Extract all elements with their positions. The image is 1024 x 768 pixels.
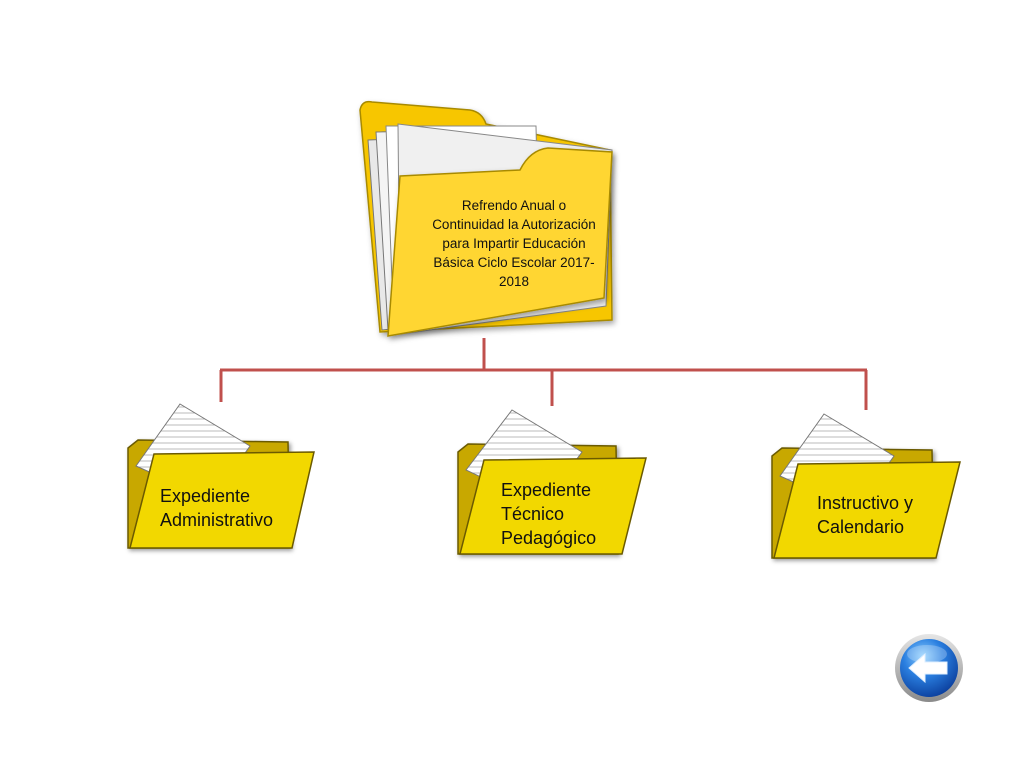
root-label-line: 2018 <box>498 274 530 289</box>
root-label-line: para Impartir Educación <box>442 236 586 251</box>
folder-label-line: Administrativo <box>160 510 274 530</box>
folder-instructivo-calendario[interactable] <box>771 413 961 559</box>
folder-expediente-tecnico-pedagogico[interactable] <box>457 409 647 555</box>
root-label-line: Refrendo Anual o <box>461 198 567 213</box>
arrow-left-icon <box>895 634 963 702</box>
folder-label-instructivo-calendario: Instructivo y Calendario <box>817 491 947 539</box>
folder-label-line: Instructivo y <box>817 493 914 513</box>
root-folder-front <box>387 147 613 337</box>
folder-label-line: Expediente <box>160 486 251 506</box>
back-button[interactable] <box>893 632 965 704</box>
folder-label-expediente-tecnico-pedagogico: Expediente Técnico Pedagógico <box>501 478 631 550</box>
folder-label-line: Técnico <box>501 504 565 524</box>
folder-label-line: Expediente <box>501 480 592 500</box>
folder-label-expediente-administrativo: Expediente Administrativo <box>160 484 310 532</box>
root-folder-label: Refrendo Anual o Continuidad la Autoriza… <box>412 196 616 291</box>
root-label-line: Continuidad la Autorización <box>432 217 596 232</box>
folder-expediente-administrativo[interactable] <box>127 403 315 549</box>
folder-label-line: Pedagógico <box>501 528 597 548</box>
folder-label-line: Calendario <box>817 517 905 537</box>
root-label-line: Básica Ciclo Escolar 2017- <box>433 255 595 270</box>
